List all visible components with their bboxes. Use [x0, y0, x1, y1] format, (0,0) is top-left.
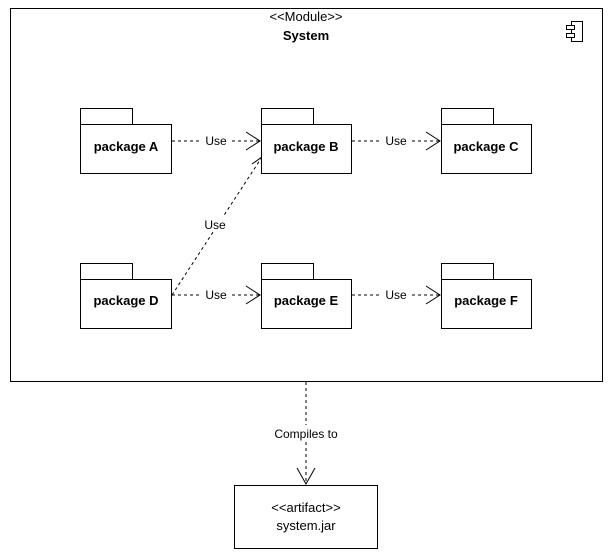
- package-tab: [80, 108, 133, 125]
- artifact-box: [234, 485, 378, 549]
- package-d[interactable]: package D: [80, 263, 172, 329]
- dependency-label: Use: [385, 288, 407, 302]
- package-body: [261, 124, 352, 174]
- dependency-label: Use: [205, 288, 227, 302]
- dependency-a-b[interactable]: Use: [172, 131, 261, 151]
- package-label: package F: [454, 293, 518, 308]
- dependency-e-f[interactable]: Use: [352, 285, 441, 305]
- package-a[interactable]: package A: [80, 108, 172, 174]
- package-tab: [261, 108, 314, 125]
- dependency-d-b[interactable]: Use: [171, 156, 263, 296]
- package-e[interactable]: package E: [261, 263, 352, 329]
- compile-edge[interactable]: Compiles to: [264, 382, 348, 486]
- module-name: System: [283, 28, 329, 43]
- package-tab: [261, 263, 314, 280]
- package-tab: [80, 263, 133, 280]
- dependency-b-c[interactable]: Use: [352, 131, 441, 151]
- package-f[interactable]: package F: [441, 263, 532, 329]
- package-body: [261, 279, 352, 329]
- package-label: package D: [93, 293, 158, 308]
- package-b[interactable]: package B: [261, 108, 352, 174]
- artifact-system-jar[interactable]: <<artifact>> system.jar: [234, 485, 378, 549]
- package-body: [80, 124, 172, 174]
- module-stereotype: <<Module>>: [269, 9, 342, 24]
- compile-label: Compiles to: [274, 427, 338, 441]
- package-label: package C: [453, 139, 519, 154]
- package-body: [441, 279, 532, 329]
- package-tab: [441, 263, 494, 280]
- dependency-label: Use: [204, 218, 226, 232]
- package-tab: [441, 108, 494, 125]
- artifact-name: system.jar: [276, 518, 336, 533]
- package-body: [80, 279, 172, 329]
- package-label: package A: [94, 139, 159, 154]
- component-icon: [566, 21, 583, 42]
- dependency-d-e[interactable]: Use: [172, 285, 261, 305]
- package-c[interactable]: package C: [441, 108, 532, 174]
- dependency-label: Use: [205, 134, 227, 148]
- package-label: package B: [273, 139, 338, 154]
- package-label: package E: [274, 293, 339, 308]
- package-body: [441, 124, 532, 174]
- dependency-label: Use: [385, 134, 407, 148]
- artifact-stereotype: <<artifact>>: [271, 500, 340, 515]
